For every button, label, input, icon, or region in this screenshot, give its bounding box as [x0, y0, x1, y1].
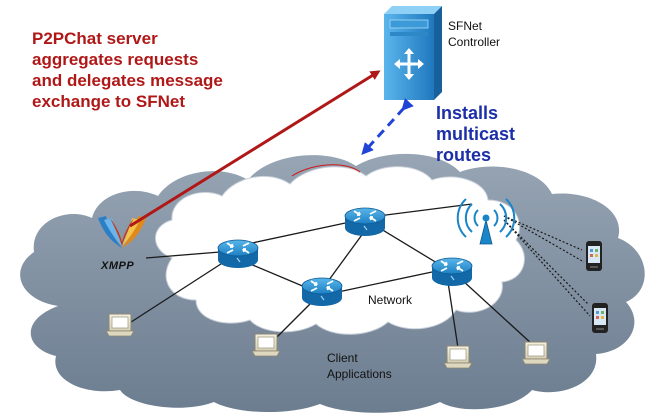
router-icon [217, 239, 259, 269]
link-xmpp-router [145, 251, 221, 259]
installs-annotation-line: routes [436, 145, 492, 165]
server-annotation: P2PChat server aggregates requests and d… [32, 28, 292, 112]
router-icon [344, 207, 386, 237]
controller-label-line: Controller [448, 35, 501, 49]
xmpp-logo-icon [98, 216, 146, 248]
laptop-icon [521, 341, 551, 365]
link-router2-antenna [377, 203, 473, 217]
network-links [127, 203, 533, 349]
link-laptop3-router4 [447, 281, 459, 349]
installs-annotation-line: multicast [436, 124, 516, 144]
delegation-arrow [129, 70, 381, 228]
client-applications-label: Client Applications [327, 350, 392, 382]
laptop-icon [105, 313, 135, 337]
controller-label: SFNet Controller [448, 18, 500, 50]
server-annotation-line: P2PChat server [32, 29, 158, 48]
client-label-line: Applications [327, 367, 392, 381]
client-label-line: Client [327, 351, 358, 365]
xmpp-label: XMPP [101, 260, 135, 272]
laptop-icon [251, 333, 281, 357]
installs-annotation-line: Installs [436, 103, 499, 123]
link-laptop2-router3 [273, 299, 315, 341]
smartphone-icon [586, 241, 602, 271]
link-router2-router3 [325, 231, 365, 285]
install-routes-arrow [361, 98, 414, 155]
router-icon [431, 257, 473, 287]
server-annotation-line: exchange to SFNet [32, 92, 186, 111]
smartphone-icon [592, 303, 608, 333]
network-label: Network [368, 293, 413, 307]
link-router3-router4 [337, 271, 433, 293]
wireless-links [503, 215, 591, 317]
link-laptop4-router4 [461, 279, 533, 345]
controller-server-icon [384, 6, 442, 100]
link-laptop1-router1 [127, 261, 225, 325]
installs-annotation: Installs multicast routes [436, 103, 515, 166]
laptop-icon [443, 345, 473, 369]
server-annotation-line: aggregates requests [32, 50, 199, 69]
server-annotation-line: and delegates message [32, 71, 223, 90]
router-icon [301, 277, 343, 307]
controller-label-line: SFNet [448, 19, 483, 33]
link-router1-router2 [237, 221, 351, 247]
link-router2-router4 [375, 225, 443, 267]
